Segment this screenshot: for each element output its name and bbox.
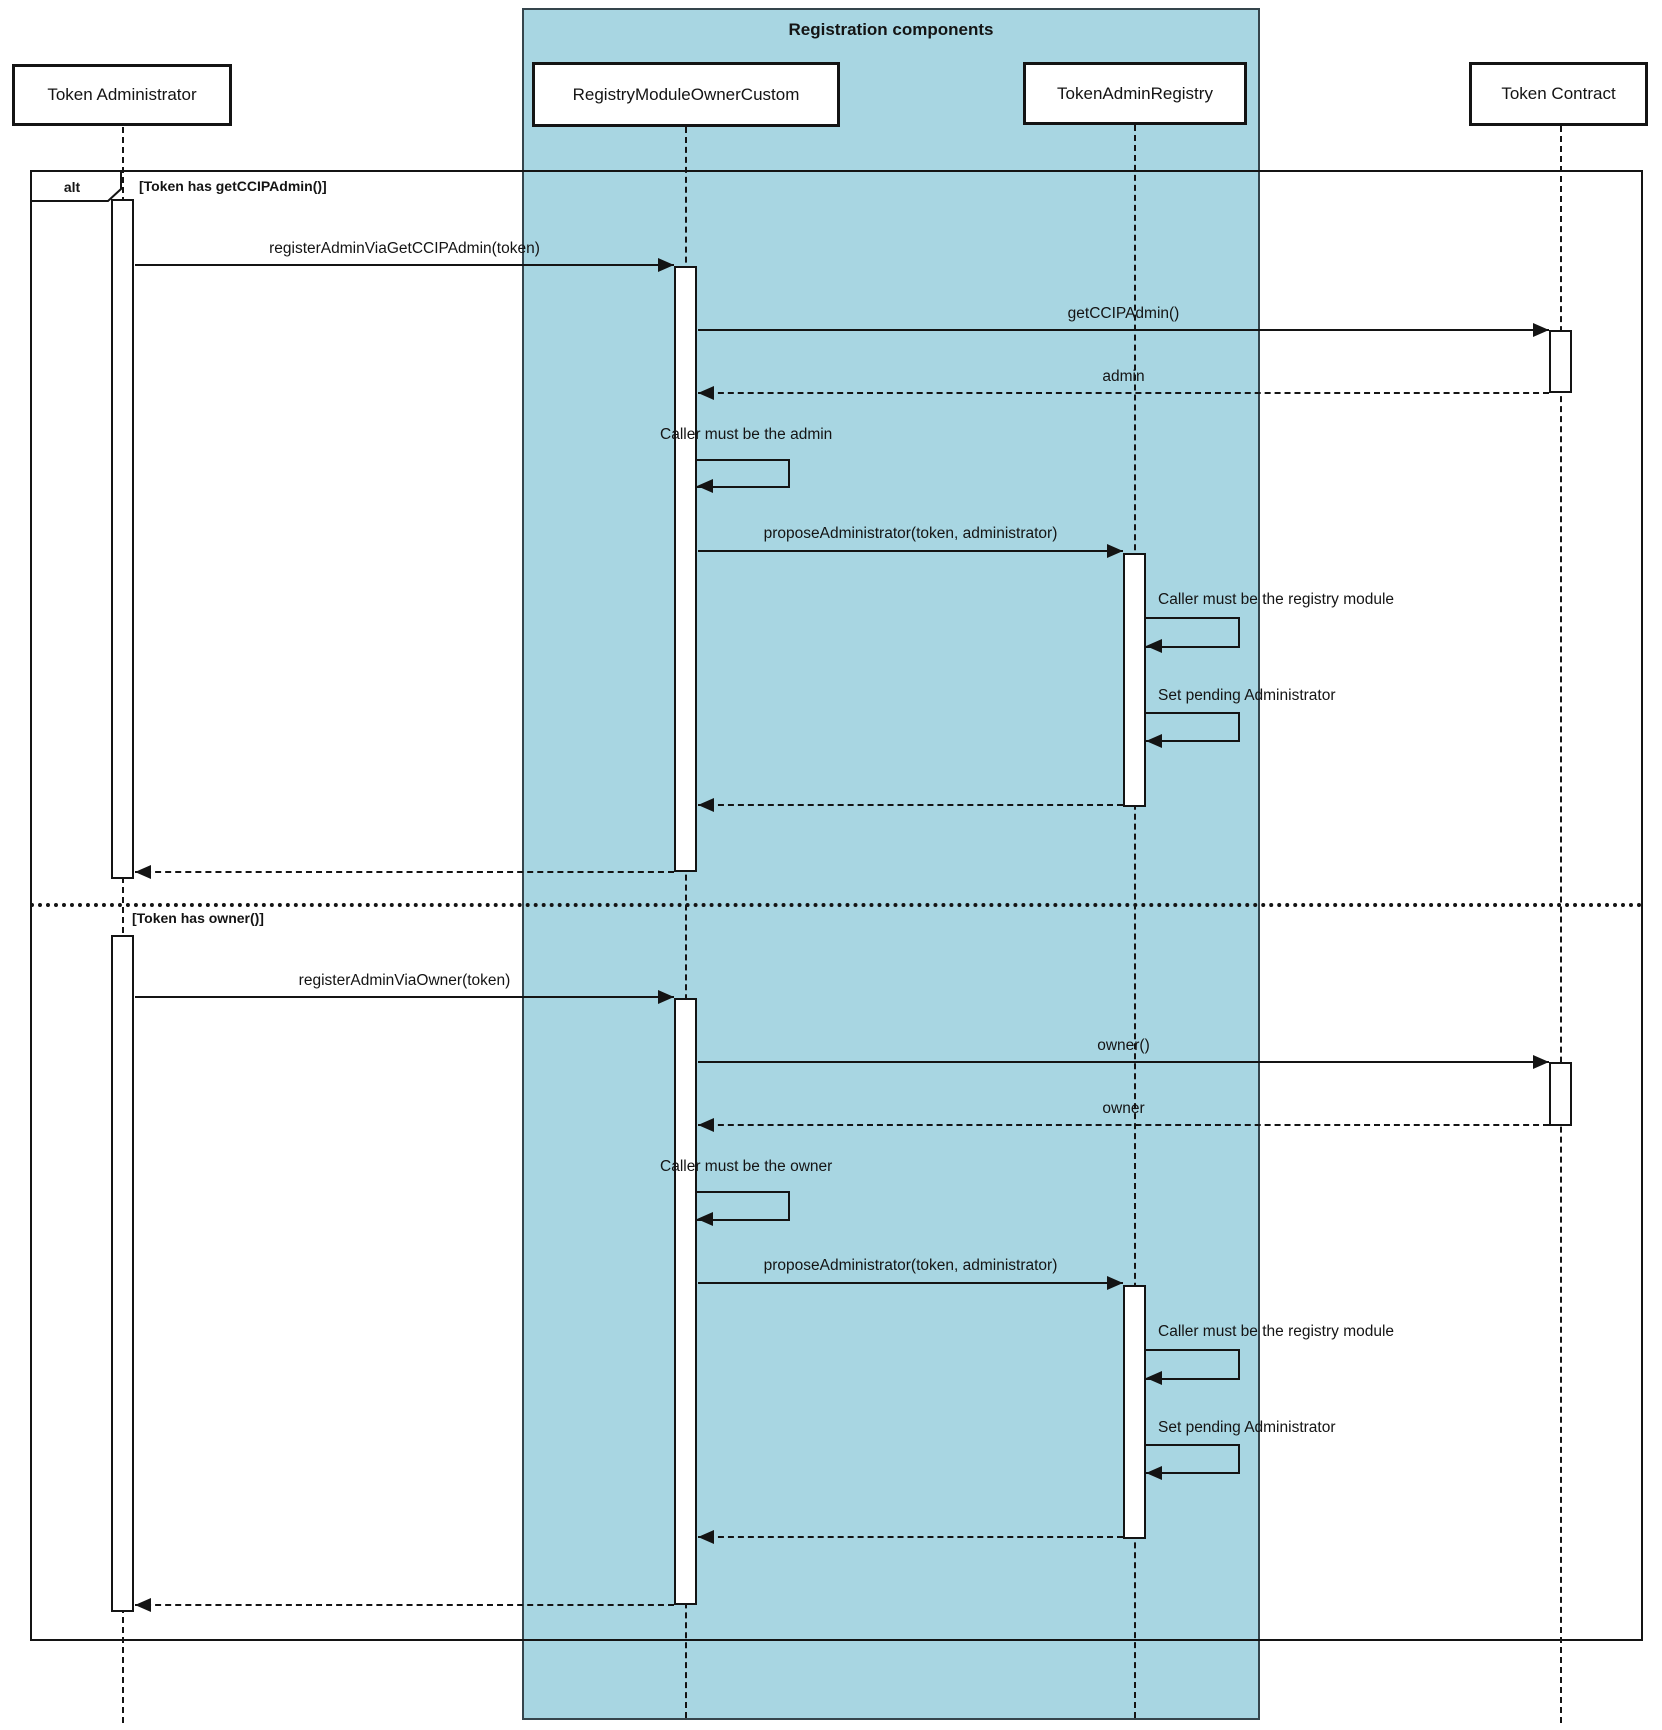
return-line-owner bbox=[698, 1124, 1549, 1126]
arrowhead-icon bbox=[1533, 323, 1549, 337]
participant-registry-module-owner-custom: RegistryModuleOwnerCustom bbox=[532, 62, 840, 127]
message-label: registerAdminViaOwner(token) bbox=[298, 972, 511, 989]
message-line-propose-administrator-2 bbox=[698, 1282, 1123, 1284]
message-line-owner bbox=[698, 1061, 1549, 1063]
arrowhead-icon bbox=[698, 1118, 714, 1132]
participant-token-admin-registry: TokenAdminRegistry bbox=[1023, 62, 1247, 125]
return-line-tar-to-rmoc-2 bbox=[698, 1536, 1123, 1538]
arrowhead-icon bbox=[1146, 1371, 1162, 1385]
message-line-getccipadmin bbox=[698, 329, 1549, 331]
activation-bar-tc-2 bbox=[1549, 1062, 1572, 1126]
arrowhead-icon bbox=[1146, 639, 1162, 653]
arrowhead-icon bbox=[658, 990, 674, 1004]
self-message-loop bbox=[1146, 617, 1240, 648]
self-message-loop bbox=[1146, 1444, 1240, 1474]
message-label: owner() bbox=[1097, 1037, 1150, 1054]
arrowhead-icon bbox=[1107, 544, 1123, 558]
message-label: proposeAdministrator(token, administrato… bbox=[763, 525, 1058, 542]
message-label: Caller must be the owner bbox=[660, 1158, 833, 1175]
lifeline-token-administrator bbox=[122, 127, 124, 1723]
alt-operator-badge: alt bbox=[30, 170, 122, 202]
activation-bar-ta-1 bbox=[111, 199, 134, 879]
self-message-loop bbox=[697, 459, 790, 488]
arrowhead-icon bbox=[1146, 1466, 1162, 1480]
participant-token-contract: Token Contract bbox=[1469, 62, 1648, 126]
message-label: Caller must be the registry module bbox=[1158, 591, 1395, 608]
arrowhead-icon bbox=[698, 1530, 714, 1544]
return-line-rmoc-to-ta bbox=[135, 871, 674, 873]
activation-bar-ta-2 bbox=[111, 935, 134, 1612]
self-message-loop bbox=[697, 1191, 790, 1221]
guard-label-getccipadmin: [Token has getCCIPAdmin()] bbox=[139, 178, 327, 194]
message-label: proposeAdministrator(token, administrato… bbox=[763, 1257, 1058, 1274]
arrowhead-icon bbox=[135, 865, 151, 879]
message-label: admin bbox=[1102, 368, 1145, 385]
message-label: Set pending Administrator bbox=[1158, 1419, 1336, 1436]
message-label: registerAdminViaGetCCIPAdmin(token) bbox=[269, 240, 540, 257]
self-message-loop bbox=[1146, 1349, 1240, 1380]
message-label: Caller must be the admin bbox=[660, 426, 833, 443]
activation-bar-tar-1 bbox=[1123, 553, 1146, 807]
lifeline-token-contract bbox=[1560, 126, 1562, 1723]
message-label: Caller must be the registry module bbox=[1158, 1323, 1395, 1340]
arrowhead-icon bbox=[658, 258, 674, 272]
arrowhead-icon bbox=[1146, 734, 1162, 748]
arrowhead-icon bbox=[697, 1212, 713, 1226]
lifeline-registry-module-owner-custom bbox=[685, 127, 687, 1718]
arrowhead-icon bbox=[1533, 1055, 1549, 1069]
alt-operator-label: alt bbox=[64, 179, 81, 195]
activation-bar-tc-1 bbox=[1549, 330, 1572, 393]
arrowhead-icon bbox=[697, 479, 713, 493]
arrowhead-icon bbox=[1107, 1276, 1123, 1290]
arrowhead-icon bbox=[135, 1598, 151, 1612]
container-title: Registration components bbox=[788, 20, 994, 39]
activation-bar-rmoc-1 bbox=[674, 266, 697, 872]
return-line-admin bbox=[698, 392, 1549, 394]
activation-bar-tar-2 bbox=[1123, 1285, 1146, 1539]
lifeline-token-admin-registry bbox=[1134, 125, 1136, 1718]
arrowhead-icon bbox=[698, 386, 714, 400]
activation-bar-rmoc-2 bbox=[674, 998, 697, 1605]
message-label: getCCIPAdmin() bbox=[1067, 305, 1180, 322]
message-line-register-ccipadmin bbox=[135, 264, 674, 266]
message-label: owner bbox=[1102, 1100, 1145, 1117]
participant-token-administrator: Token Administrator bbox=[12, 64, 232, 126]
alt-divider-line bbox=[30, 903, 1643, 907]
message-line-register-owner bbox=[135, 996, 674, 998]
message-line-propose-administrator bbox=[698, 550, 1123, 552]
return-line-tar-to-rmoc bbox=[698, 804, 1123, 806]
message-label: Set pending Administrator bbox=[1158, 687, 1336, 704]
return-line-rmoc-to-ta-2 bbox=[135, 1604, 674, 1606]
guard-label-owner: [Token has owner()] bbox=[132, 910, 264, 926]
self-message-loop bbox=[1146, 712, 1240, 742]
arrowhead-icon bbox=[698, 798, 714, 812]
